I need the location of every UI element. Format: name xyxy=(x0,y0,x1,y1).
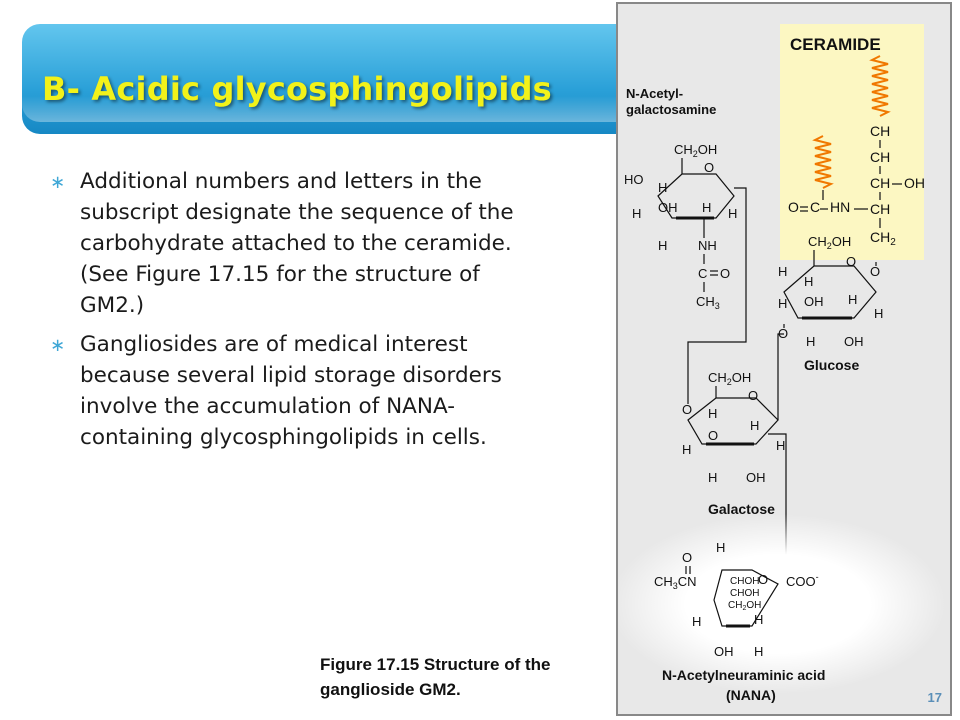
bullet-asterisk-icon: ∗ xyxy=(50,335,66,356)
atom-label: OH xyxy=(658,200,678,215)
atom-label: COO- xyxy=(786,572,819,589)
atom-label: H xyxy=(750,418,759,433)
atom-label: H xyxy=(778,264,787,279)
figure-caption: Figure 17.15 Structure of the gangliosid… xyxy=(320,655,551,699)
atom-label: H xyxy=(682,442,691,457)
atom-label: HO xyxy=(624,172,644,187)
bullet-text: Additional numbers and letters in the su… xyxy=(80,169,514,318)
atom-label: CHOH xyxy=(730,588,759,599)
atom-label: O xyxy=(720,266,730,281)
atom-label: H xyxy=(702,200,711,215)
galnac-ring: CH2OH O HO H H OH H H H NH C O CH3 xyxy=(624,142,747,404)
atom-label: H xyxy=(692,614,701,629)
atom-label: H xyxy=(776,438,785,453)
page-number: 17 xyxy=(927,690,942,705)
ceramide-zigzag-long xyxy=(869,55,891,117)
atom-label: C xyxy=(810,199,820,215)
galnac-label-line2: galactosamine xyxy=(626,102,716,117)
nana-label-line1: N-Acetylneuraminic acid xyxy=(662,667,825,683)
atom-label: CH xyxy=(870,123,890,139)
atom-label: H xyxy=(658,180,667,195)
atom-label: CH xyxy=(870,175,890,191)
atom-label: H xyxy=(632,206,641,221)
atom-label: O xyxy=(682,402,692,417)
atom-label: OH xyxy=(746,470,766,485)
galactose-ring: CH2OH O O H H O H H H OH xyxy=(682,333,787,634)
atom-label: OH xyxy=(904,175,925,191)
atom-label: H xyxy=(708,470,717,485)
atom-label: H xyxy=(778,296,787,311)
atom-label: CH2OH xyxy=(708,370,751,387)
atom-label: NH xyxy=(698,238,717,253)
atom-label: H xyxy=(804,274,813,289)
atom-label: O xyxy=(708,428,718,443)
atom-label: CH xyxy=(870,201,890,217)
atom-label: O xyxy=(870,264,880,279)
glucose-label: Glucose xyxy=(804,357,859,373)
atom-label: O xyxy=(748,388,758,403)
atom-label: CHOH xyxy=(730,576,759,587)
atom-label: H xyxy=(754,612,763,627)
atom-label: CH2OH xyxy=(674,142,717,159)
atom-label: H xyxy=(658,238,667,253)
atom-label: HN xyxy=(830,199,850,215)
atom-label: OH xyxy=(804,294,824,309)
atom-label: O xyxy=(758,572,768,587)
atom-label: C xyxy=(698,266,707,281)
atom-label: O xyxy=(704,160,714,175)
slide-title: B- Acidic glycosphingolipids xyxy=(42,70,552,108)
atom-label: H xyxy=(754,644,763,659)
gm2-structure-diagram: CERAMIDE CH CH CH OH CH O C HN CH2 xyxy=(618,24,946,703)
bullet-item: ∗ Additional numbers and letters in the s… xyxy=(48,166,538,321)
atom-label: CH2OH xyxy=(808,234,851,251)
atom-label: H xyxy=(708,406,717,421)
nana-label-line2: (NANA) xyxy=(726,687,776,703)
atom-label: CH xyxy=(870,149,890,165)
galactose-label: Galactose xyxy=(708,501,775,517)
atom-label: H xyxy=(728,206,737,221)
bullet-item: ∗ Gangliosides are of medical interest be… xyxy=(48,329,538,453)
gm2-structure-figure: CERAMIDE CH CH CH OH CH O C HN CH2 xyxy=(616,2,952,716)
ceramide-backbone: CH CH CH OH CH O C HN CH2 xyxy=(788,123,925,248)
galnac-label-line1: N-Acetyl- xyxy=(626,86,683,101)
ceramide-box xyxy=(780,24,924,260)
atom-label: O xyxy=(682,550,692,565)
atom-label: H xyxy=(806,334,815,349)
ceramide-label: CERAMIDE xyxy=(790,35,881,54)
bullet-list: ∗ Additional numbers and letters in the s… xyxy=(48,166,538,461)
nana-ring: O H CH3CN CHOH CHOH CH2OH O COO- H H OH … xyxy=(654,540,819,659)
atom-label: H xyxy=(848,292,857,307)
atom-label: H xyxy=(716,540,725,555)
atom-label: O xyxy=(788,199,799,215)
title-banner-gloss xyxy=(22,96,662,122)
bullet-text: Gangliosides are of medical interest bec… xyxy=(80,332,502,450)
ceramide-zigzag-short xyxy=(812,135,834,189)
atom-label: O xyxy=(846,254,856,269)
atom-label: H xyxy=(874,306,883,321)
atom-label: CH3CN xyxy=(654,574,697,591)
bullet-asterisk-icon: ∗ xyxy=(50,172,66,193)
atom-label: OH xyxy=(714,644,734,659)
atom-label: OH xyxy=(844,334,864,349)
title-banner xyxy=(22,24,662,134)
atom-label: CH2OH xyxy=(728,600,761,612)
nana-glow xyxy=(618,514,946,694)
atom-label: CH3 xyxy=(696,294,720,311)
glucose-ring: CH2OH O H H H OH H H O H OH O xyxy=(778,234,883,349)
atom-label: CH2 xyxy=(870,229,896,248)
